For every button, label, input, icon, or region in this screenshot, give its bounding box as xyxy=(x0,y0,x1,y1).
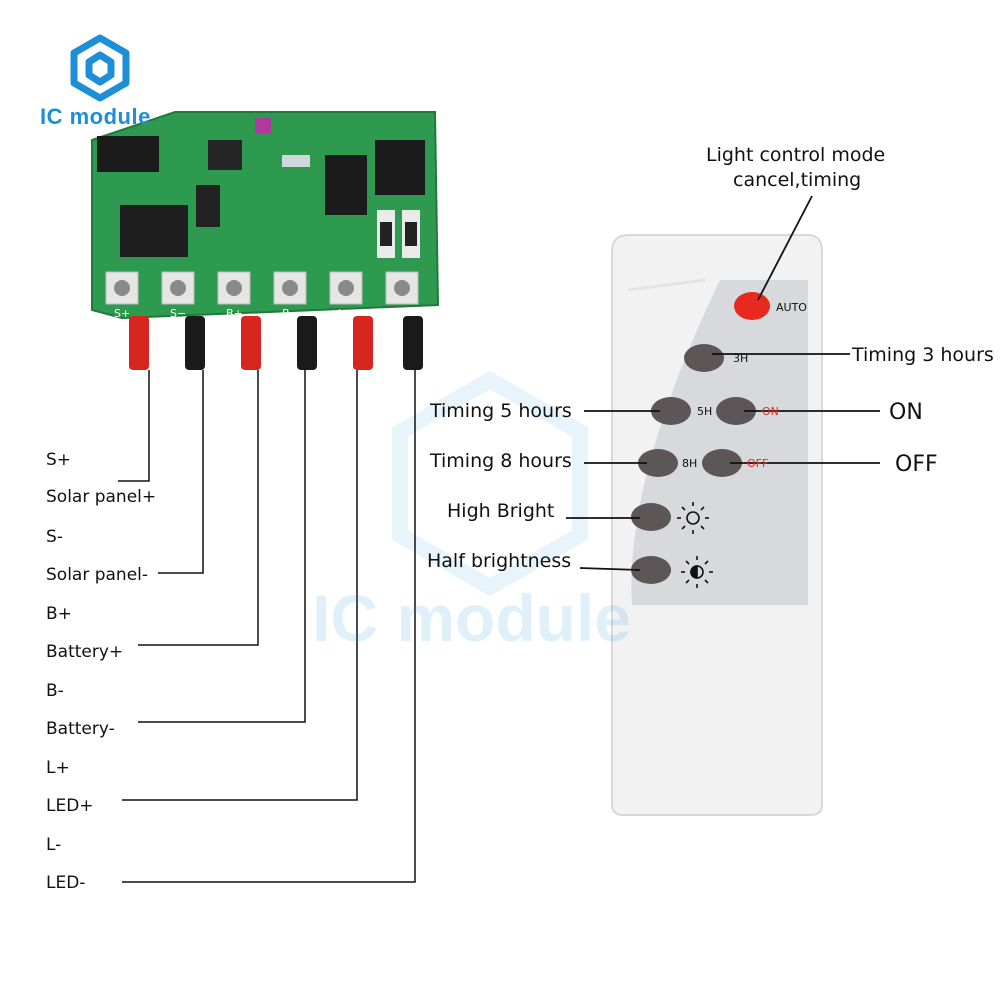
pin-code-b-minus: B- xyxy=(46,681,64,701)
remote-key-labels: AUTO 3H 5H ON 8H OFF xyxy=(682,301,807,470)
key-off-label: OFF xyxy=(747,457,768,470)
transistor xyxy=(208,140,242,170)
terminal-label: S− xyxy=(170,307,186,320)
pin-code-s-plus: S+ xyxy=(46,450,72,470)
remote-buttons xyxy=(631,292,770,584)
brand-name: IC module xyxy=(40,104,151,129)
brand-logo-icon xyxy=(70,34,130,102)
sun-icon xyxy=(677,502,709,534)
button-on[interactable] xyxy=(716,397,756,425)
button-high-bright[interactable] xyxy=(631,503,671,531)
status-led xyxy=(255,118,271,134)
button-off[interactable] xyxy=(702,449,742,477)
terminal-label: L− xyxy=(394,307,409,320)
button-half-bright[interactable] xyxy=(631,556,671,584)
glass-diode xyxy=(282,155,310,167)
ir-receiver xyxy=(97,136,159,172)
terminal-labels: S+ S− B+ B− L+ L− xyxy=(114,307,409,320)
callout-on: ON xyxy=(889,400,923,425)
pin-desc-battery-plus: Battery+ xyxy=(46,642,124,662)
button-3h[interactable] xyxy=(684,344,724,372)
callout-auto-line2: cancel,timing xyxy=(733,169,862,191)
terminal-label: B+ xyxy=(226,307,243,320)
diode-component xyxy=(196,185,220,227)
remote-control xyxy=(611,234,823,816)
callout-8h: Timing 8 hours xyxy=(430,450,572,472)
pin-code-l-plus: L+ xyxy=(46,758,70,778)
pin-desc-led-minus: LED- xyxy=(46,873,86,893)
wires xyxy=(129,316,423,370)
watermark-text: IC module xyxy=(312,581,632,655)
callout-5h: Timing 5 hours xyxy=(430,400,572,422)
terminal-label: S+ xyxy=(114,307,130,320)
pin-desc-battery-minus: Battery- xyxy=(46,719,115,739)
watermark-logo-icon xyxy=(392,370,588,597)
pin-code-l-minus: L- xyxy=(46,835,62,855)
pin-desc-solar-minus: Solar panel- xyxy=(46,565,149,585)
key-5h-label: 5H xyxy=(697,405,712,418)
inductor xyxy=(120,205,188,257)
mosfet xyxy=(375,140,425,195)
pcb-board xyxy=(91,111,440,320)
callout-off: OFF xyxy=(895,452,938,477)
pin-leader-lines xyxy=(118,370,416,883)
key-3h-label: 3H xyxy=(733,352,748,365)
half-sun-icon xyxy=(681,556,713,588)
key-8h-label: 8H xyxy=(682,457,697,470)
pin-code-s-minus: S- xyxy=(46,527,63,547)
pin-code-b-plus: B+ xyxy=(46,604,72,624)
callout-auto-line1: Light control mode xyxy=(706,144,886,166)
button-5h[interactable] xyxy=(651,397,691,425)
ic-chip xyxy=(325,155,367,215)
terminal-label: B− xyxy=(282,307,299,320)
auto-key-label: AUTO xyxy=(776,301,807,314)
callout-half-brightness: Half brightness xyxy=(427,550,572,572)
terminal-label: L+ xyxy=(338,307,353,320)
remote-leader-lines xyxy=(566,195,880,571)
key-on-label: ON xyxy=(762,405,779,418)
pin-desc-led-plus: LED+ xyxy=(46,796,94,816)
button-8h[interactable] xyxy=(638,449,678,477)
pin-desc-solar-plus: Solar panel+ xyxy=(46,487,157,507)
auto-button[interactable] xyxy=(734,292,770,320)
callout-3h: Timing 3 hours xyxy=(852,344,994,366)
callout-high-bright: High Bright xyxy=(447,500,555,522)
terminal-pads xyxy=(105,271,419,305)
